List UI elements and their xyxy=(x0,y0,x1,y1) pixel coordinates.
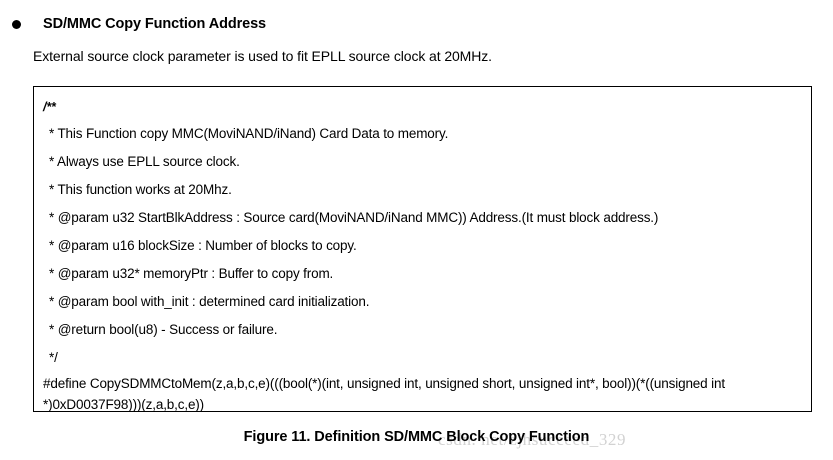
code-line-define-copysdmmctomem: #define CopySDMMCtoMem(z,a,b,c,e)(((bool… xyxy=(43,376,725,412)
code-line-comment-2: * Always use EPLL source clock. xyxy=(49,154,240,169)
code-line-param-memoryptr: * @param u32* memoryPtr : Buffer to copy… xyxy=(49,266,334,281)
figure-caption: Figure 11. Definition SD/MMC Block Copy … xyxy=(243,429,590,445)
code-line-comment-open: /** xyxy=(43,100,56,114)
intro-paragraph: External source clock parameter is used … xyxy=(33,48,492,64)
code-line-comment-close: */ xyxy=(49,350,58,365)
bullet-dot-icon xyxy=(12,19,21,29)
code-line-comment-1: * This Function copy MMC(MoviNAND/iNand)… xyxy=(49,126,449,141)
code-line-param-startblk: * @param u32 StartBlkAddress : Source ca… xyxy=(49,210,659,225)
code-block-container: /** * This Function copy MMC(MoviNAND/iN… xyxy=(33,86,812,412)
code-line-param-withinit: * @param bool with_init : determined car… xyxy=(49,294,370,309)
code-line-return-bool: * @return bool(u8) - Success or failure. xyxy=(49,322,278,337)
code-line-param-blocksize: * @param u16 blockSize : Number of block… xyxy=(49,238,357,253)
code-line-comment-3: * This function works at 20Mhz. xyxy=(49,182,232,197)
page-title: SD/MMC Copy Function Address xyxy=(43,16,267,32)
code-lines: /** * This Function copy MMC(MoviNAND/iN… xyxy=(34,87,811,412)
section-heading-row: SD/MMC Copy Function Address xyxy=(0,12,833,36)
